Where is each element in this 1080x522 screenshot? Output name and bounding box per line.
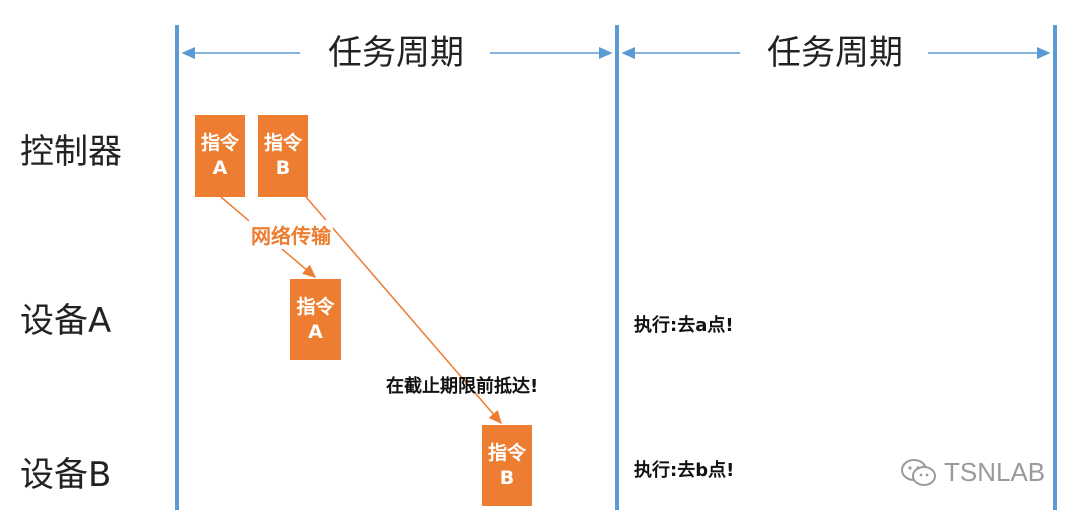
command-label: 指令 [487, 441, 526, 464]
period-1-label: 任务周期 [318, 33, 474, 73]
command-label: 指令 [263, 132, 302, 154]
command-id: B [499, 466, 515, 489]
period-2-label: 任务周期 [757, 33, 913, 73]
device-a-action: 执行:去a点! [634, 315, 734, 336]
watermark-text: TSNLAB [944, 457, 1046, 487]
command-label: 指令 [296, 295, 335, 318]
command-id: A [212, 157, 228, 179]
controller-command-a: 指令 A [195, 115, 245, 197]
transmission-arrow-b [305, 196, 502, 425]
watermark: TSNLAB [900, 457, 1045, 488]
command-id: B [275, 157, 291, 179]
controller-command-b: 指令 B [258, 115, 308, 197]
network-transmission-label: 网络传输 [249, 220, 333, 249]
wechat-icon [901, 458, 936, 486]
row-label-device-a: 设备A [20, 301, 112, 341]
device-b-command: 指令 B [482, 425, 532, 506]
deadline-note: 在截止期限前抵达! [386, 376, 539, 397]
row-label-controller: 控制器 [20, 132, 122, 172]
device-a-command: 指令 A [290, 279, 341, 360]
device-b-action: 执行:去b点! [634, 460, 735, 481]
command-id: A [308, 320, 323, 343]
row-label-device-b: 设备B [20, 455, 112, 495]
command-label: 指令 [200, 132, 239, 154]
